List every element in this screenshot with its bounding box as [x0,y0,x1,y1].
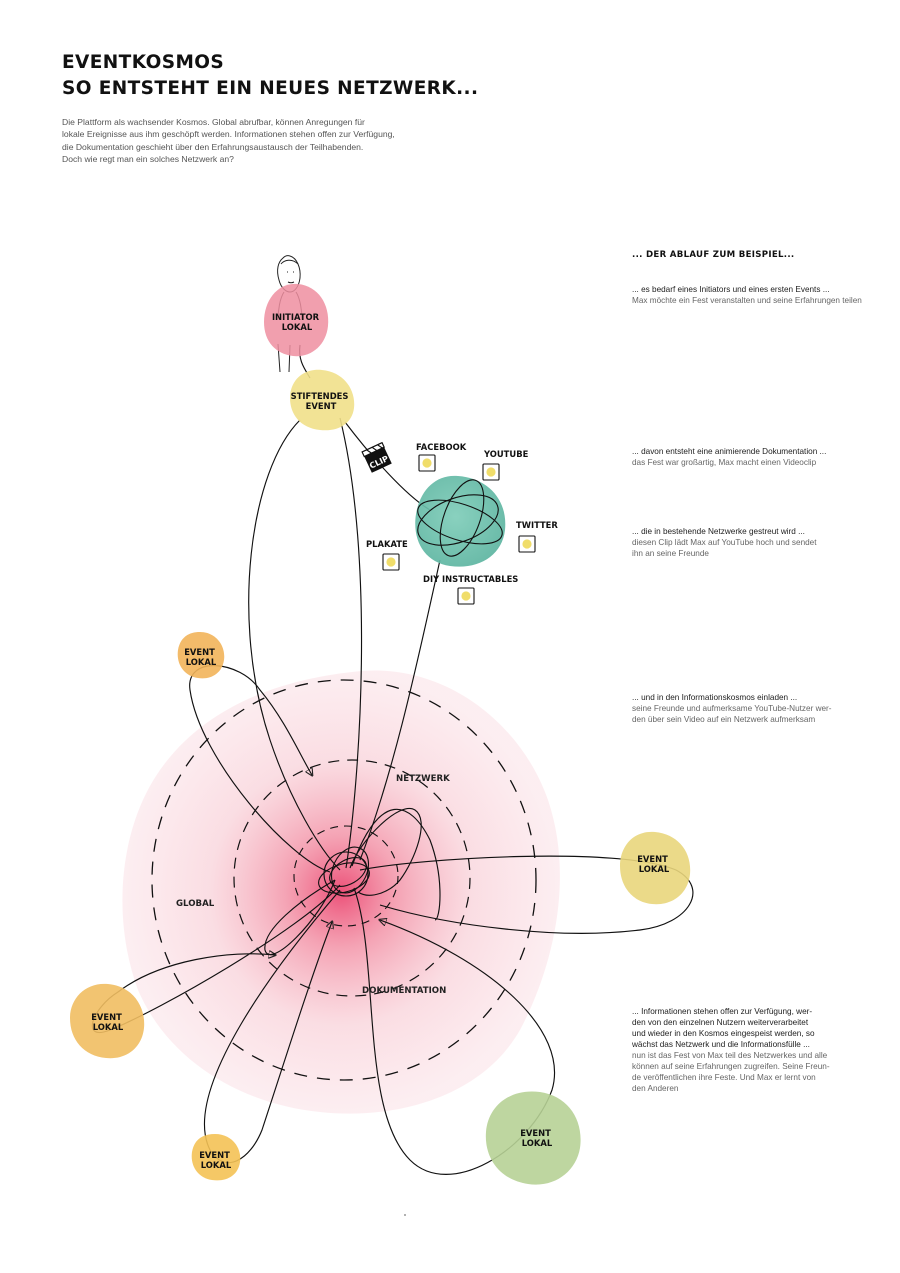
step-detail-line: nun ist das Fest von Max teil des Netzwe… [632,1051,828,1060]
step-lead-line: ... Informationen stehen offen zur Verfü… [632,1007,813,1016]
steps-heading: ... DER ABLAUF ZUM BEISPIEL... [632,250,795,260]
step-lead-line: ... und in den Informationskosmos einlad… [632,693,798,702]
page-title: EVENTKOSMOS SO ENTSTEHT EIN NEUES NETZWE… [62,50,478,102]
step-lead: ... davon entsteht eine animierende Doku… [632,446,862,457]
intro-line: Die Plattform als wachsender Kosmos. Glo… [62,117,365,127]
plakate-label: PLAKATE [366,539,408,549]
step-lead: ... Informationen stehen offen zur Verfü… [632,1006,862,1050]
stiftendes-label-line: STIFTENDES [291,391,349,401]
event-label-line: EVENT [199,1150,230,1160]
step-invitation: ... und in den Informationskosmos einlad… [632,692,862,725]
diy-icon [457,587,475,605]
event-node-orange-left [70,983,145,1059]
step-lead-line: ... es bedarf eines Initiators und eines… [632,285,830,294]
step-detail-line: Max möchte ein Fest veranstalten und sei… [632,296,862,305]
event-node-yellow-right [620,831,691,905]
facebook-icon [418,454,436,472]
step-detail-line: können auf seine Erfahrungen zugreifen. … [632,1062,830,1071]
step-lead: ... es bedarf eines Initiators und eines… [632,284,862,295]
step-lead-line: wächst das Netzwerk und die Informations… [632,1040,810,1049]
step-detail: nun ist das Fest von Max teil des Netzwe… [632,1050,862,1094]
initiator-node [264,283,329,357]
step-detail-line: de veröffentlichen ihre Feste. Und Max e… [632,1073,816,1082]
youtube-icon [482,463,500,481]
event-label-line: LOKAL [93,1022,124,1032]
step-lead: ... die in bestehende Netzwerke gestreut… [632,526,862,537]
step-detail-line: den Anderen [632,1084,679,1093]
global-label: GLOBAL [176,899,215,909]
step-lead-line: ... die in bestehende Netzwerke gestreut… [632,527,805,536]
diy-label: DIY INSTRUCTABLES [423,574,518,584]
netzwerk-label: NETZWERK [396,774,450,784]
event-label-line: EVENT [520,1128,551,1138]
step-lead-line: den von den einzelnen Nutzern weitervera… [632,1018,809,1027]
title-line-2: SO ENTSTEHT EIN NEUES NETZWERK... [62,78,479,99]
intro-line: die Dokumentation geschieht über den Erf… [62,141,364,152]
network-core [318,846,370,897]
step-detail-line: ihn an seine Freunde [632,549,709,558]
step-initiator: ... es bedarf eines Initiators und eines… [632,284,862,306]
event-label-line: LOKAL [201,1160,232,1170]
step-lead-line: ... davon entsteht eine animierende Doku… [632,447,827,456]
event-label: EVENT LOKAL [91,1012,125,1032]
event-label-line: LOKAL [639,864,670,874]
step-growth: ... Informationen stehen offen zur Verfü… [632,1006,862,1094]
step-detail: seine Freunde und aufmerksame YouTube-Nu… [632,703,862,725]
initiator-label-line: LOKAL [282,322,313,332]
step-documentation: ... davon entsteht eine animierende Doku… [632,446,862,468]
step-lead-line: und wieder in den Kosmos eingespeist wer… [632,1029,815,1038]
event-label: EVENT LOKAL [637,854,671,874]
initiator-label-line: INITIATOR [272,312,320,322]
stiftendes-event-node [290,369,355,431]
step-lead: ... und in den Informationskosmos einlad… [632,692,862,703]
outer-orbit [151,679,537,1081]
clip-icon: CLIP [361,441,392,473]
event-label: EVENT LOKAL [520,1128,554,1148]
event-label: EVENT LOKAL [184,647,218,667]
stiftendes-label-line: EVENT [306,401,337,411]
media-sphere-orbits [417,479,503,557]
step-detail-line: diesen Clip lädt Max auf YouTube hoch un… [632,538,817,547]
event-label: EVENT LOKAL [199,1150,233,1170]
facebook-label: FACEBOOK [416,442,467,452]
inner-orbit [293,825,399,927]
event-label-line: EVENT [91,1012,122,1022]
intro-line: Doch wie regt man ein solches Netzwerk a… [62,154,234,165]
initiator-label: INITIATOR LOKAL [272,312,322,332]
stiftendes-label: STIFTENDES EVENT [291,391,352,411]
event-label-line: LOKAL [186,657,217,667]
event-node-orange-bottom [191,1134,241,1181]
plakate-icon [382,553,400,571]
dokumentation-label: DOKUMENTATION [362,986,446,996]
event-node-orange [177,632,225,679]
intro-text: Die Plattform als wachsender Kosmos. Glo… [62,116,402,166]
step-detail-line: das Fest war großartig, Max macht einen … [632,458,817,467]
event-label-line: EVENT [637,854,668,864]
footer-dot [404,1214,406,1216]
step-detail-line: seine Freunde und aufmerksame YouTube-Nu… [632,704,832,713]
twitter-label: TWITTER [516,520,558,530]
step-distribution: ... die in bestehende Netzwerke gestreut… [632,526,862,559]
intro-line: lokale Ereignisse aus ihm geschöpft werd… [62,129,395,140]
event-node-green [485,1091,581,1185]
youtube-label: YOUTUBE [483,449,529,459]
step-detail-line: den über sein Video auf ein Netzwerk auf… [632,715,816,724]
event-label-line: EVENT [184,647,215,657]
title-line-1: EVENTKOSMOS [62,52,225,73]
middle-orbit [233,759,471,997]
event-label-line: LOKAL [522,1138,553,1148]
twitter-icon [518,535,536,553]
step-detail: das Fest war großartig, Max macht einen … [632,457,862,468]
step-detail: diesen Clip lädt Max auf YouTube hoch un… [632,537,862,559]
step-detail: Max möchte ein Fest veranstalten und sei… [632,295,862,306]
